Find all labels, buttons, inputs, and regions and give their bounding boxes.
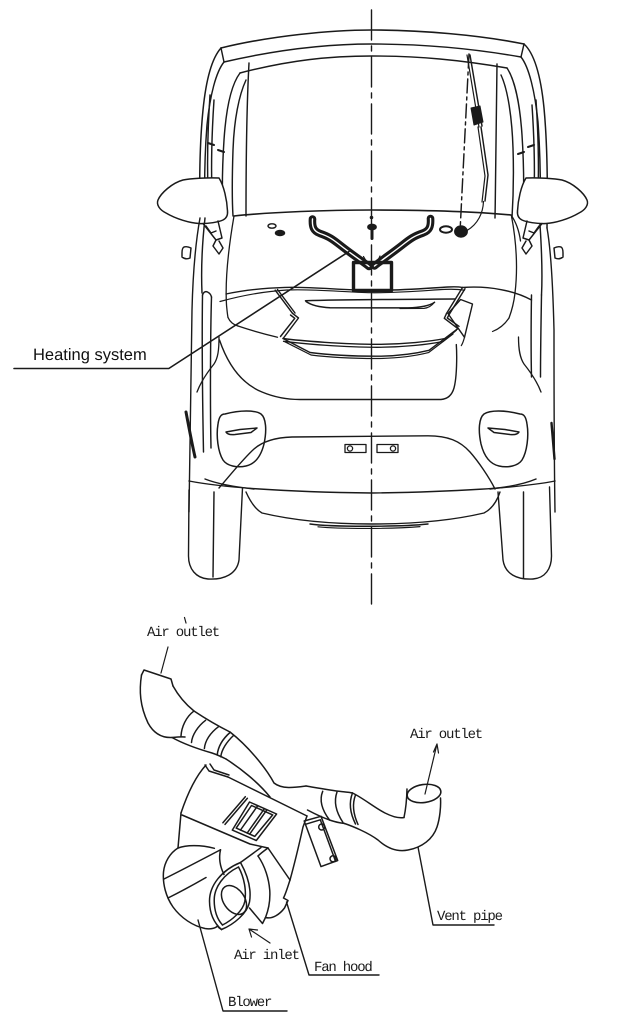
svg-text:Heating system: Heating system xyxy=(33,346,147,364)
svg-text:Air outlet: Air outlet xyxy=(147,625,219,641)
svg-text:Air inlet: Air inlet xyxy=(234,948,299,964)
svg-text:Fan hood: Fan hood xyxy=(314,960,372,976)
svg-text:Blower: Blower xyxy=(228,995,272,1011)
svg-text:Air outlet: Air outlet xyxy=(410,727,482,743)
svg-text:Vent pipe: Vent pipe xyxy=(437,909,503,925)
